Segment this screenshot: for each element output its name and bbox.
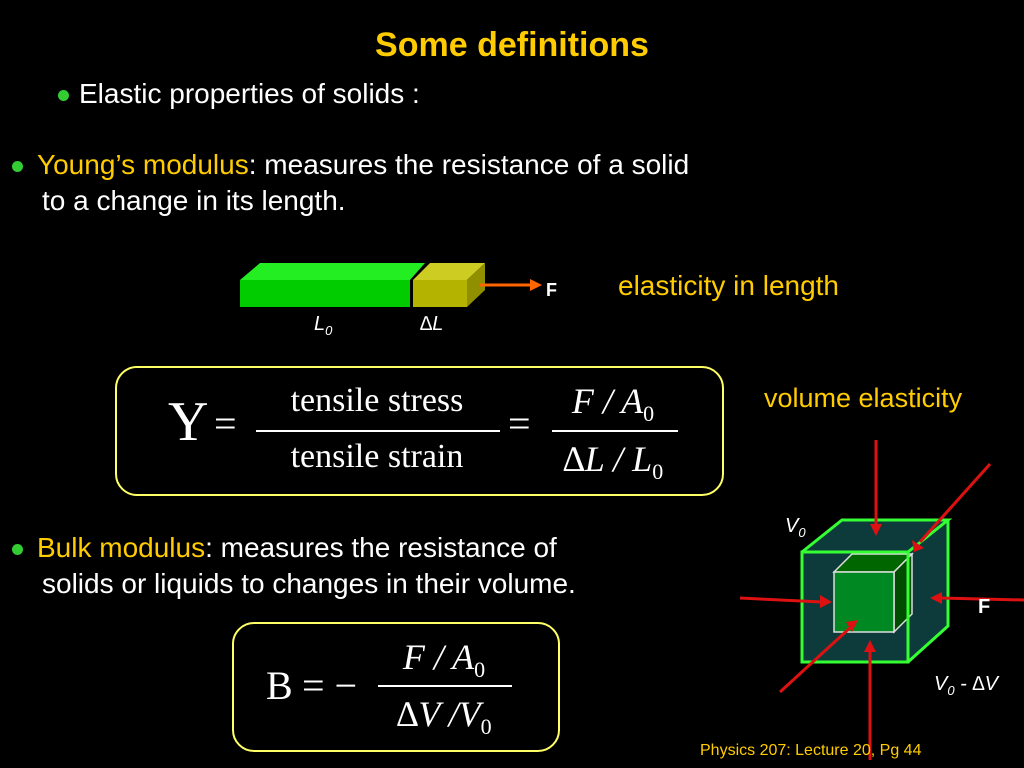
- bulk-formula-box: [232, 622, 560, 752]
- green-bar-top: [240, 263, 425, 280]
- bulk-den: ∆V /V0: [396, 694, 492, 740]
- inner-cube-front: [833, 571, 895, 633]
- young-fracline1: [256, 430, 500, 432]
- length-bar-diagram: [240, 263, 542, 307]
- bar-label-L0: L0: [314, 313, 333, 338]
- young-def-line1: : measures the resistance of a solid: [248, 149, 690, 180]
- bulk-term: Bulk modulus: [37, 532, 206, 563]
- olive-bar-front: [413, 280, 467, 307]
- bulk-def-line1: : measures the resistance of: [205, 532, 557, 563]
- pressure-arrow-heads-icon: [820, 524, 942, 652]
- slide-title: Some definitions: [375, 26, 649, 64]
- bullet-dot-icon: [12, 161, 23, 173]
- force-arrow-head-icon: [530, 279, 542, 291]
- olive-bar-side: [467, 263, 485, 307]
- cube-label-V0: V0: [785, 515, 806, 540]
- volume-elasticity-caption: volume elasticity: [764, 383, 963, 413]
- cube-label-V0-dV: V0 - ∆V: [934, 673, 998, 698]
- outer-cube-edges: [800, 518, 953, 664]
- young-formula-box: [115, 366, 724, 496]
- bulk-def-line2: solids or liquids to changes in their vo…: [42, 568, 576, 599]
- subtitle-bullet: Elastic properties of solids :: [58, 76, 420, 112]
- young-den2: ∆L / L0: [562, 439, 664, 485]
- bulk-definition: Bulk modulus: measures the resistance of…: [12, 530, 732, 602]
- bar-force-label: F: [546, 280, 557, 300]
- young-den1: tensile strain: [290, 438, 464, 475]
- young-fracline2: [552, 430, 678, 432]
- bulk-formula-eq: = −: [302, 663, 358, 708]
- young-num2: F / A0: [571, 381, 655, 427]
- young-formula-lhs: Y: [168, 391, 209, 453]
- young-formula-eq2: =: [508, 401, 531, 446]
- young-formula-eq1: =: [214, 401, 237, 446]
- young-definition: Young’s modulus: measures the resistance…: [12, 147, 892, 219]
- elasticity-length-caption: elasticity in length: [618, 270, 840, 301]
- olive-bar-top: [413, 263, 485, 280]
- bar-label-dL: ∆L: [420, 313, 444, 335]
- young-def-line2: to a change in its length.: [42, 185, 346, 216]
- young-num1: tensile stress: [290, 382, 464, 419]
- bullet-dot-icon: [58, 90, 69, 102]
- bullet-dot-icon: [12, 544, 23, 556]
- bulk-num: F / A0: [402, 637, 486, 683]
- bulk-formula-lhs: B: [266, 663, 293, 708]
- green-bar-front: [240, 280, 410, 307]
- volume-cube-diagram: [739, 440, 1024, 760]
- slide-footer: Physics 207: Lecture 20, Pg 44: [700, 742, 922, 759]
- young-term: Young’s modulus: [37, 149, 249, 180]
- subtitle-text: Elastic properties of solids :: [79, 78, 420, 109]
- bulk-fracline: [378, 685, 512, 687]
- cube-force-label: F: [978, 596, 991, 618]
- pressure-arrows: [739, 440, 1024, 760]
